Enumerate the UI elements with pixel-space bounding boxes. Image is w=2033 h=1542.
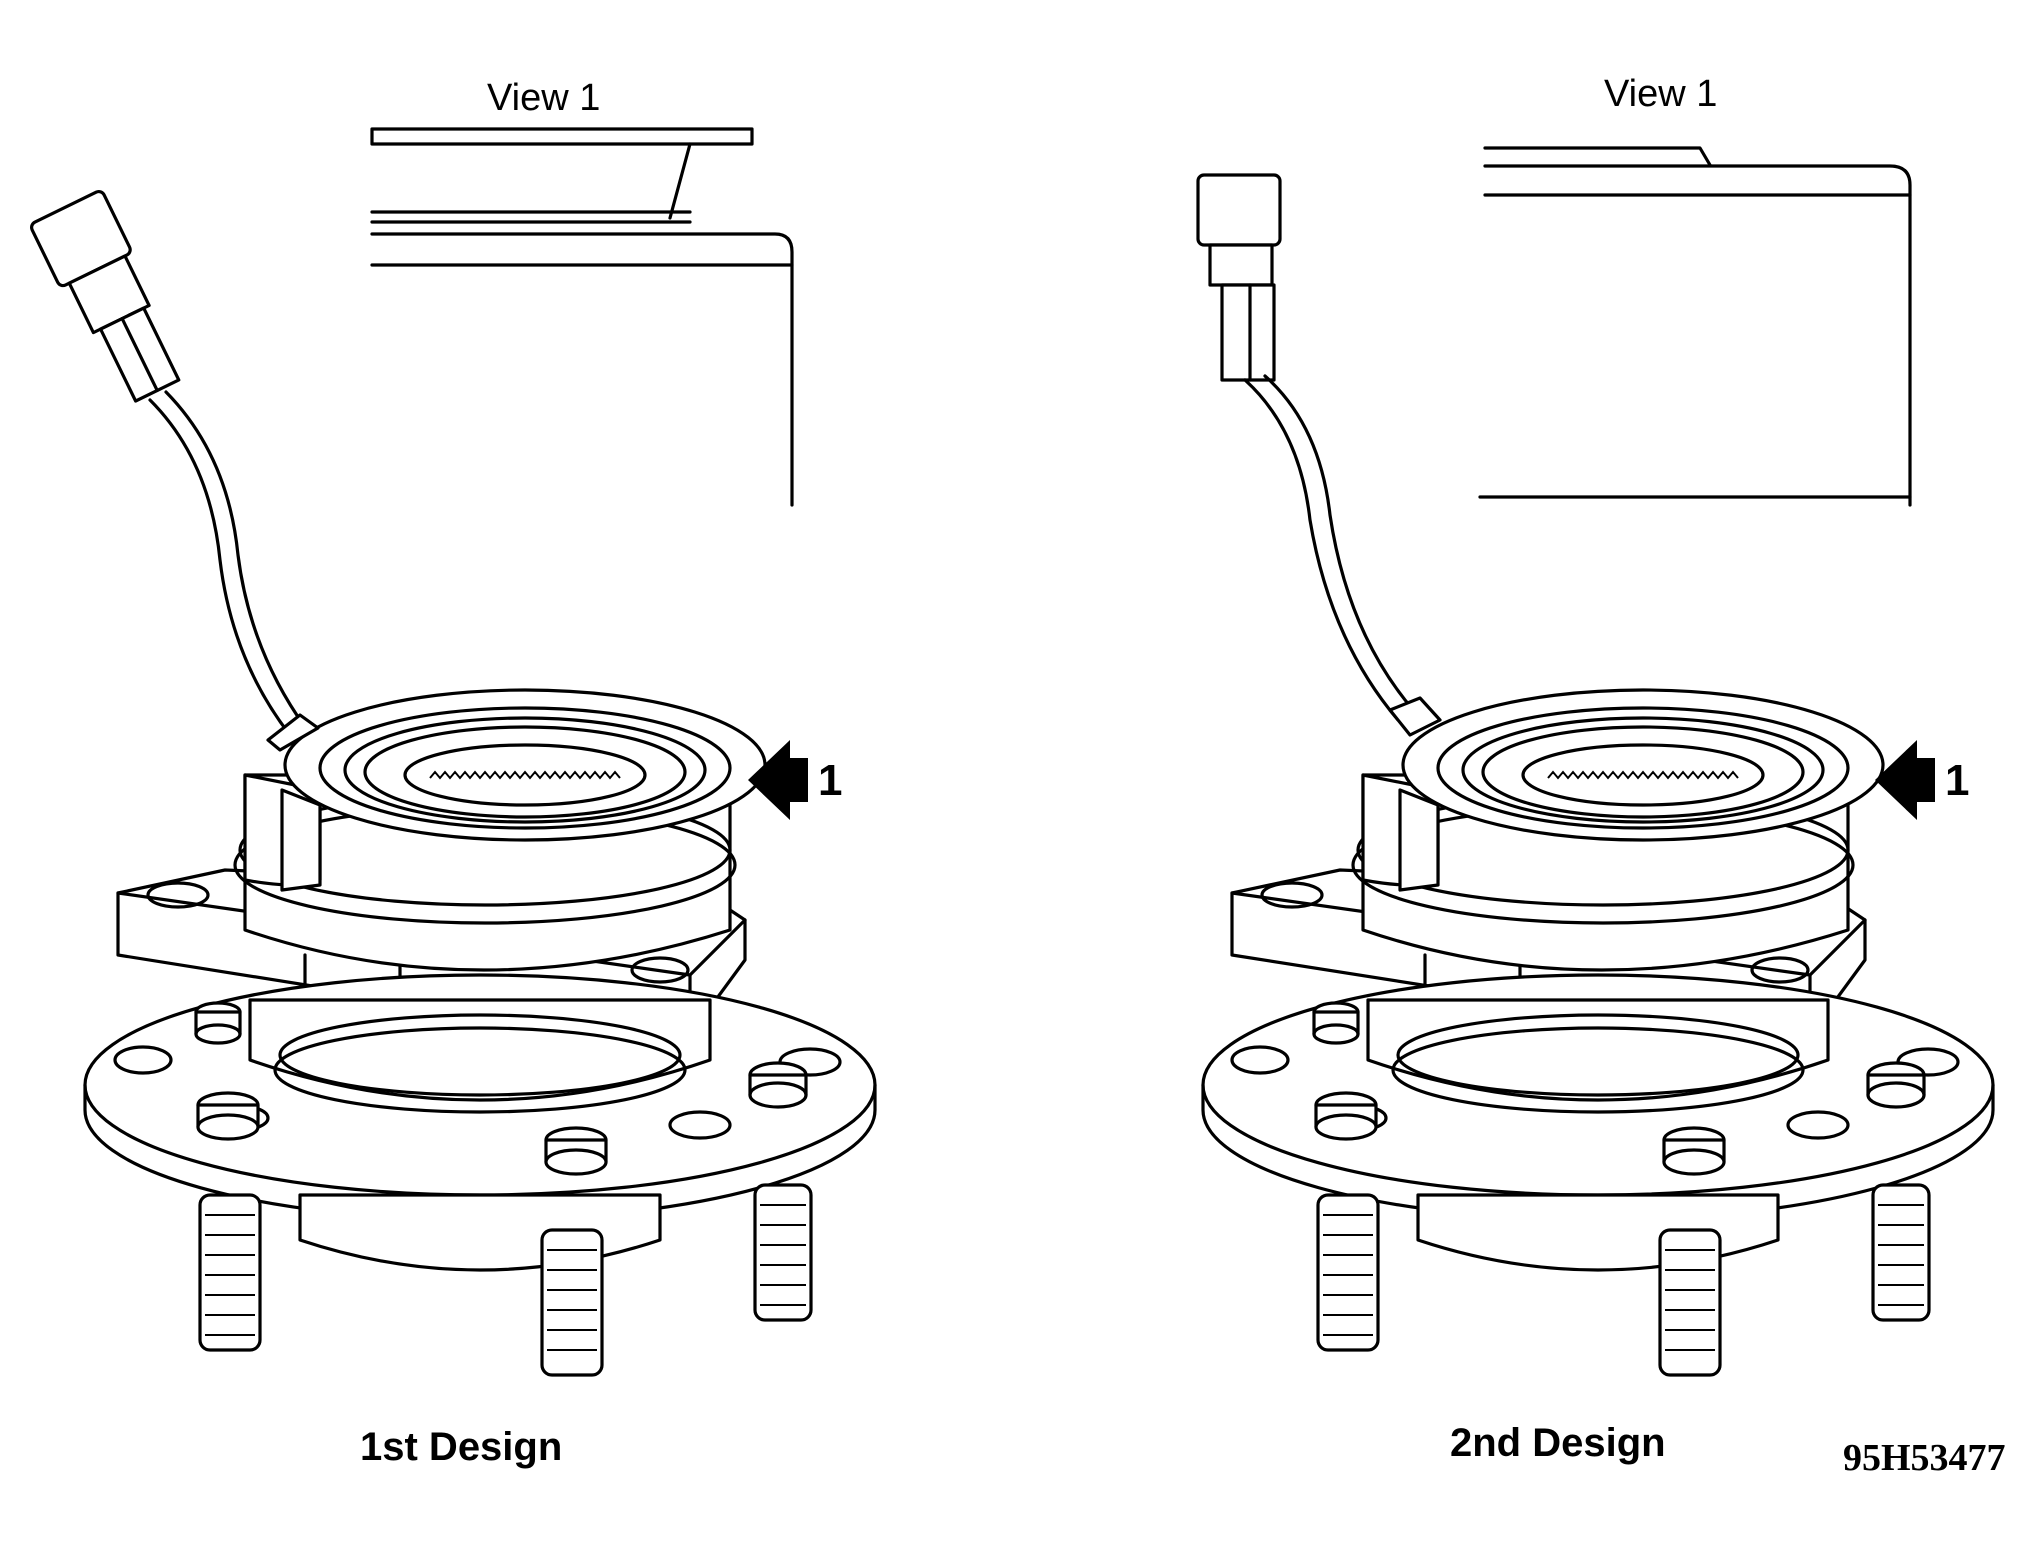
right-sensor-connector xyxy=(1196,173,1442,737)
left-view1-label: View 1 xyxy=(487,77,600,119)
right-view-arrow: 1 xyxy=(1875,740,1969,820)
left-view1-detail: View 1 xyxy=(370,77,794,507)
left-view-arrow: 1 xyxy=(748,740,842,820)
left-wheel-studs xyxy=(198,1183,813,1377)
right-view1-detail: View 1 xyxy=(1478,73,1912,507)
right-caption: 2nd Design xyxy=(1450,1421,1666,1465)
left-sensor-connector xyxy=(30,189,307,737)
left-arrow-number: 1 xyxy=(818,756,842,805)
figure-id: 95H53477 xyxy=(1843,1437,2006,1479)
right-panel: View 1 xyxy=(1196,73,1995,1465)
left-caption: 1st Design xyxy=(360,1425,562,1469)
right-arrow-number: 1 xyxy=(1945,756,1969,805)
right-view1-label: View 1 xyxy=(1604,73,1717,115)
left-bearing-housing xyxy=(233,688,767,1114)
left-panel: View 1 xyxy=(30,77,877,1469)
right-wheel-studs xyxy=(1316,1183,1931,1377)
right-bearing-housing xyxy=(1351,688,1885,1114)
